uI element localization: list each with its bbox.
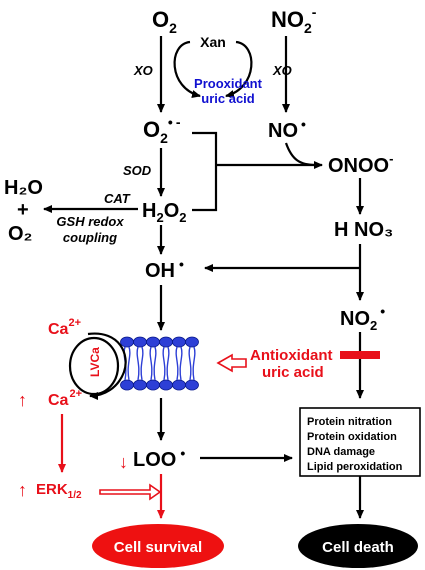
lipid-tail bbox=[136, 346, 144, 381]
damage-item-1: Protein nitration bbox=[307, 416, 392, 428]
hydroxyl-label: OH• bbox=[145, 256, 184, 282]
no2-radical-label: NO2• bbox=[340, 303, 385, 333]
calcium-inside-up-arrow: ↑ bbox=[18, 390, 27, 410]
lipid-head bbox=[159, 336, 173, 348]
lipid-head bbox=[159, 379, 173, 391]
membrane-bilayer bbox=[120, 336, 199, 391]
oxygen-out-label: O₂ bbox=[8, 223, 32, 245]
antioxidant-label: Antioxidant bbox=[250, 347, 333, 364]
lipid-tail bbox=[175, 346, 183, 381]
plus-label: + bbox=[17, 199, 29, 221]
lipid-tail bbox=[149, 346, 157, 381]
xo-right-label: XO bbox=[272, 63, 292, 78]
nitrite-label: NO2- bbox=[271, 4, 317, 36]
xanthine-label: Xan bbox=[200, 34, 226, 50]
lipid-head bbox=[133, 379, 147, 391]
calcium-outside-label: Ca2+ bbox=[48, 317, 81, 338]
lipid-head bbox=[146, 379, 160, 391]
damage-item-3: DNA damage bbox=[307, 446, 375, 458]
lipid-head bbox=[185, 336, 199, 348]
erk-label: ERK1/2 bbox=[36, 481, 82, 501]
xo-arc-right bbox=[225, 40, 253, 98]
erk-up-arrow: ↑ bbox=[18, 480, 27, 500]
lipid-head bbox=[146, 336, 160, 348]
prooxidant-label-2: uric acid bbox=[201, 91, 255, 106]
nitric-acid-label: H NO₃ bbox=[334, 219, 393, 241]
loo-label: LOO• bbox=[133, 445, 185, 471]
prooxidant-label: Prooxidant bbox=[194, 76, 263, 91]
loo-down-arrow: ↓ bbox=[119, 452, 128, 472]
superoxide-label: O2•- bbox=[143, 114, 181, 146]
cell-death-ellipse bbox=[298, 524, 418, 568]
sod-label: SOD bbox=[123, 163, 152, 178]
antioxidant-label-2: uric acid bbox=[262, 364, 324, 381]
damage-item-2: Protein oxidation bbox=[307, 431, 397, 443]
lipid-head bbox=[120, 379, 134, 391]
cell-survival-label: Cell survival bbox=[114, 539, 202, 556]
superoxide-bracket bbox=[192, 131, 218, 212]
inhibition-bar bbox=[340, 351, 380, 359]
peroxynitrite-label: ONOO- bbox=[328, 151, 393, 177]
cat-label: CAT bbox=[104, 191, 131, 206]
o2-label: O2 bbox=[152, 7, 177, 36]
antioxidant-open-arrow bbox=[216, 353, 247, 373]
no-to-peroxynitrite-curve bbox=[284, 142, 317, 167]
xo-left-label: XO bbox=[133, 63, 153, 78]
lipid-head bbox=[120, 336, 134, 348]
gsh-label-2: coupling bbox=[63, 230, 117, 245]
erk-open-arrow bbox=[99, 483, 162, 501]
lipid-tail bbox=[188, 346, 196, 381]
calcium-inside-label: Ca2+ bbox=[48, 388, 82, 409]
cell-death-label: Cell death bbox=[322, 539, 394, 556]
lvca-label: LVCa bbox=[88, 347, 102, 377]
lipid-head bbox=[185, 379, 199, 391]
gsh-label: GSH redox bbox=[56, 214, 124, 229]
xo-arc-left bbox=[173, 40, 201, 98]
lipid-tail bbox=[162, 346, 170, 381]
lipid-head bbox=[172, 379, 186, 391]
water-label: H₂O bbox=[4, 177, 43, 199]
nitric-oxide-label: NO• bbox=[268, 116, 306, 142]
h2o2-label: H2O2 bbox=[142, 200, 186, 225]
cell-survival-ellipse bbox=[92, 524, 224, 568]
calcium-influx-arc bbox=[87, 332, 127, 400]
lipid-head bbox=[172, 336, 186, 348]
lipid-head bbox=[133, 336, 147, 348]
damage-item-4: Lipid peroxidation bbox=[307, 461, 403, 473]
